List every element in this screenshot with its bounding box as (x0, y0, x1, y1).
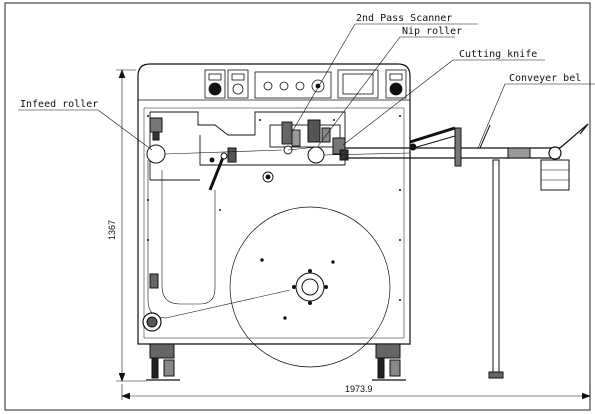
callout-leaders (18, 23, 595, 151)
conveyor-label: Conveyer bel (509, 73, 581, 84)
fastener-dots (147, 115, 401, 301)
cutting-knife (332, 137, 349, 161)
web-loop (147, 160, 291, 319)
infeed-roller-label: Infeed roller (20, 99, 98, 110)
tension-arm (208, 147, 237, 191)
cutting-knife-label: Cutting knife (459, 49, 537, 60)
drawing-frame (4, 2, 591, 411)
scanner-label: 2nd Pass Scanner (356, 13, 452, 24)
width-dimension-label: 1973.9 (345, 384, 373, 394)
nip-roller-label: Nip roller (402, 26, 462, 37)
web-path (164, 146, 411, 156)
web-path-housing (149, 111, 346, 183)
machine-cabinet (137, 63, 411, 345)
conveyor-leg (488, 159, 504, 379)
control-panel (204, 69, 407, 99)
caster-left (146, 343, 180, 381)
height-dimension (116, 69, 146, 382)
caster-right (372, 343, 406, 381)
conveyor-belt (345, 123, 589, 191)
height-dimension-label: 1367 (107, 220, 117, 240)
lower-roller (142, 273, 162, 332)
nip-roller (307, 119, 331, 164)
material-reel (229, 206, 391, 368)
width-dimension (121, 384, 591, 400)
